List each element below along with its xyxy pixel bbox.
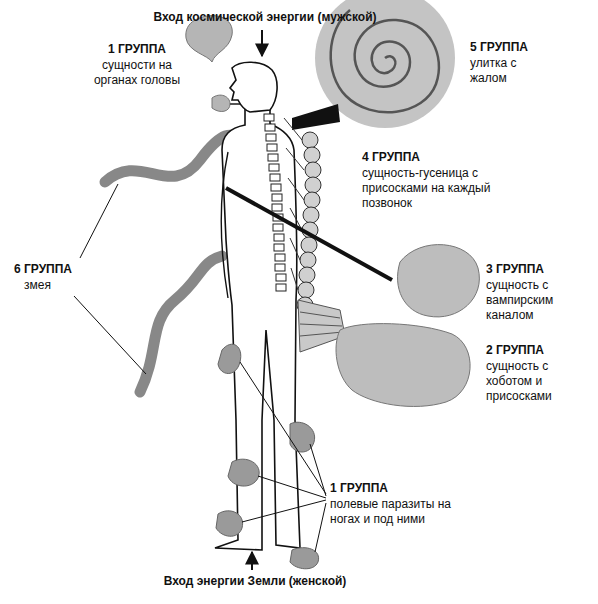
- group-heading: 4 ГРУППА: [362, 150, 472, 165]
- group-heading: 2 ГРУППА: [486, 343, 586, 358]
- energy-input-label: Вход энергии Земли (женской): [100, 574, 410, 589]
- hose-entity: [298, 300, 470, 406]
- group-description: сущность-гусеница с присосками на каждый…: [362, 166, 512, 211]
- group-description: полевые паразиты на ногах и под ними: [330, 497, 465, 527]
- caterpillar: [284, 118, 321, 313]
- group-heading: 6 ГРУППА: [14, 262, 84, 277]
- group-description: улитка с жалом: [470, 56, 540, 86]
- group-description: сущность с вампирским каналом: [486, 278, 570, 323]
- group-description: сущности на органах головы: [88, 58, 186, 88]
- group-heading: 1 ГРУППА: [330, 481, 430, 496]
- group-description: сущность с хоботом и присосками: [486, 359, 586, 404]
- energy-input-label: Вход космической энергии (мужской): [130, 10, 400, 25]
- group-heading: 5 ГРУППА: [470, 40, 570, 55]
- energy-arrow-down: [261, 30, 263, 56]
- group-description: змея: [24, 278, 84, 293]
- human-figure: [215, 62, 300, 550]
- leader-lines: [74, 184, 326, 552]
- leg-parasites: [216, 344, 319, 569]
- spine: [264, 114, 286, 291]
- group-heading: 3 ГРУППА: [486, 262, 586, 277]
- group-heading: 1 ГРУППА: [92, 42, 182, 57]
- energy-arrow-up: [251, 552, 253, 570]
- vampire-entity: [226, 188, 479, 317]
